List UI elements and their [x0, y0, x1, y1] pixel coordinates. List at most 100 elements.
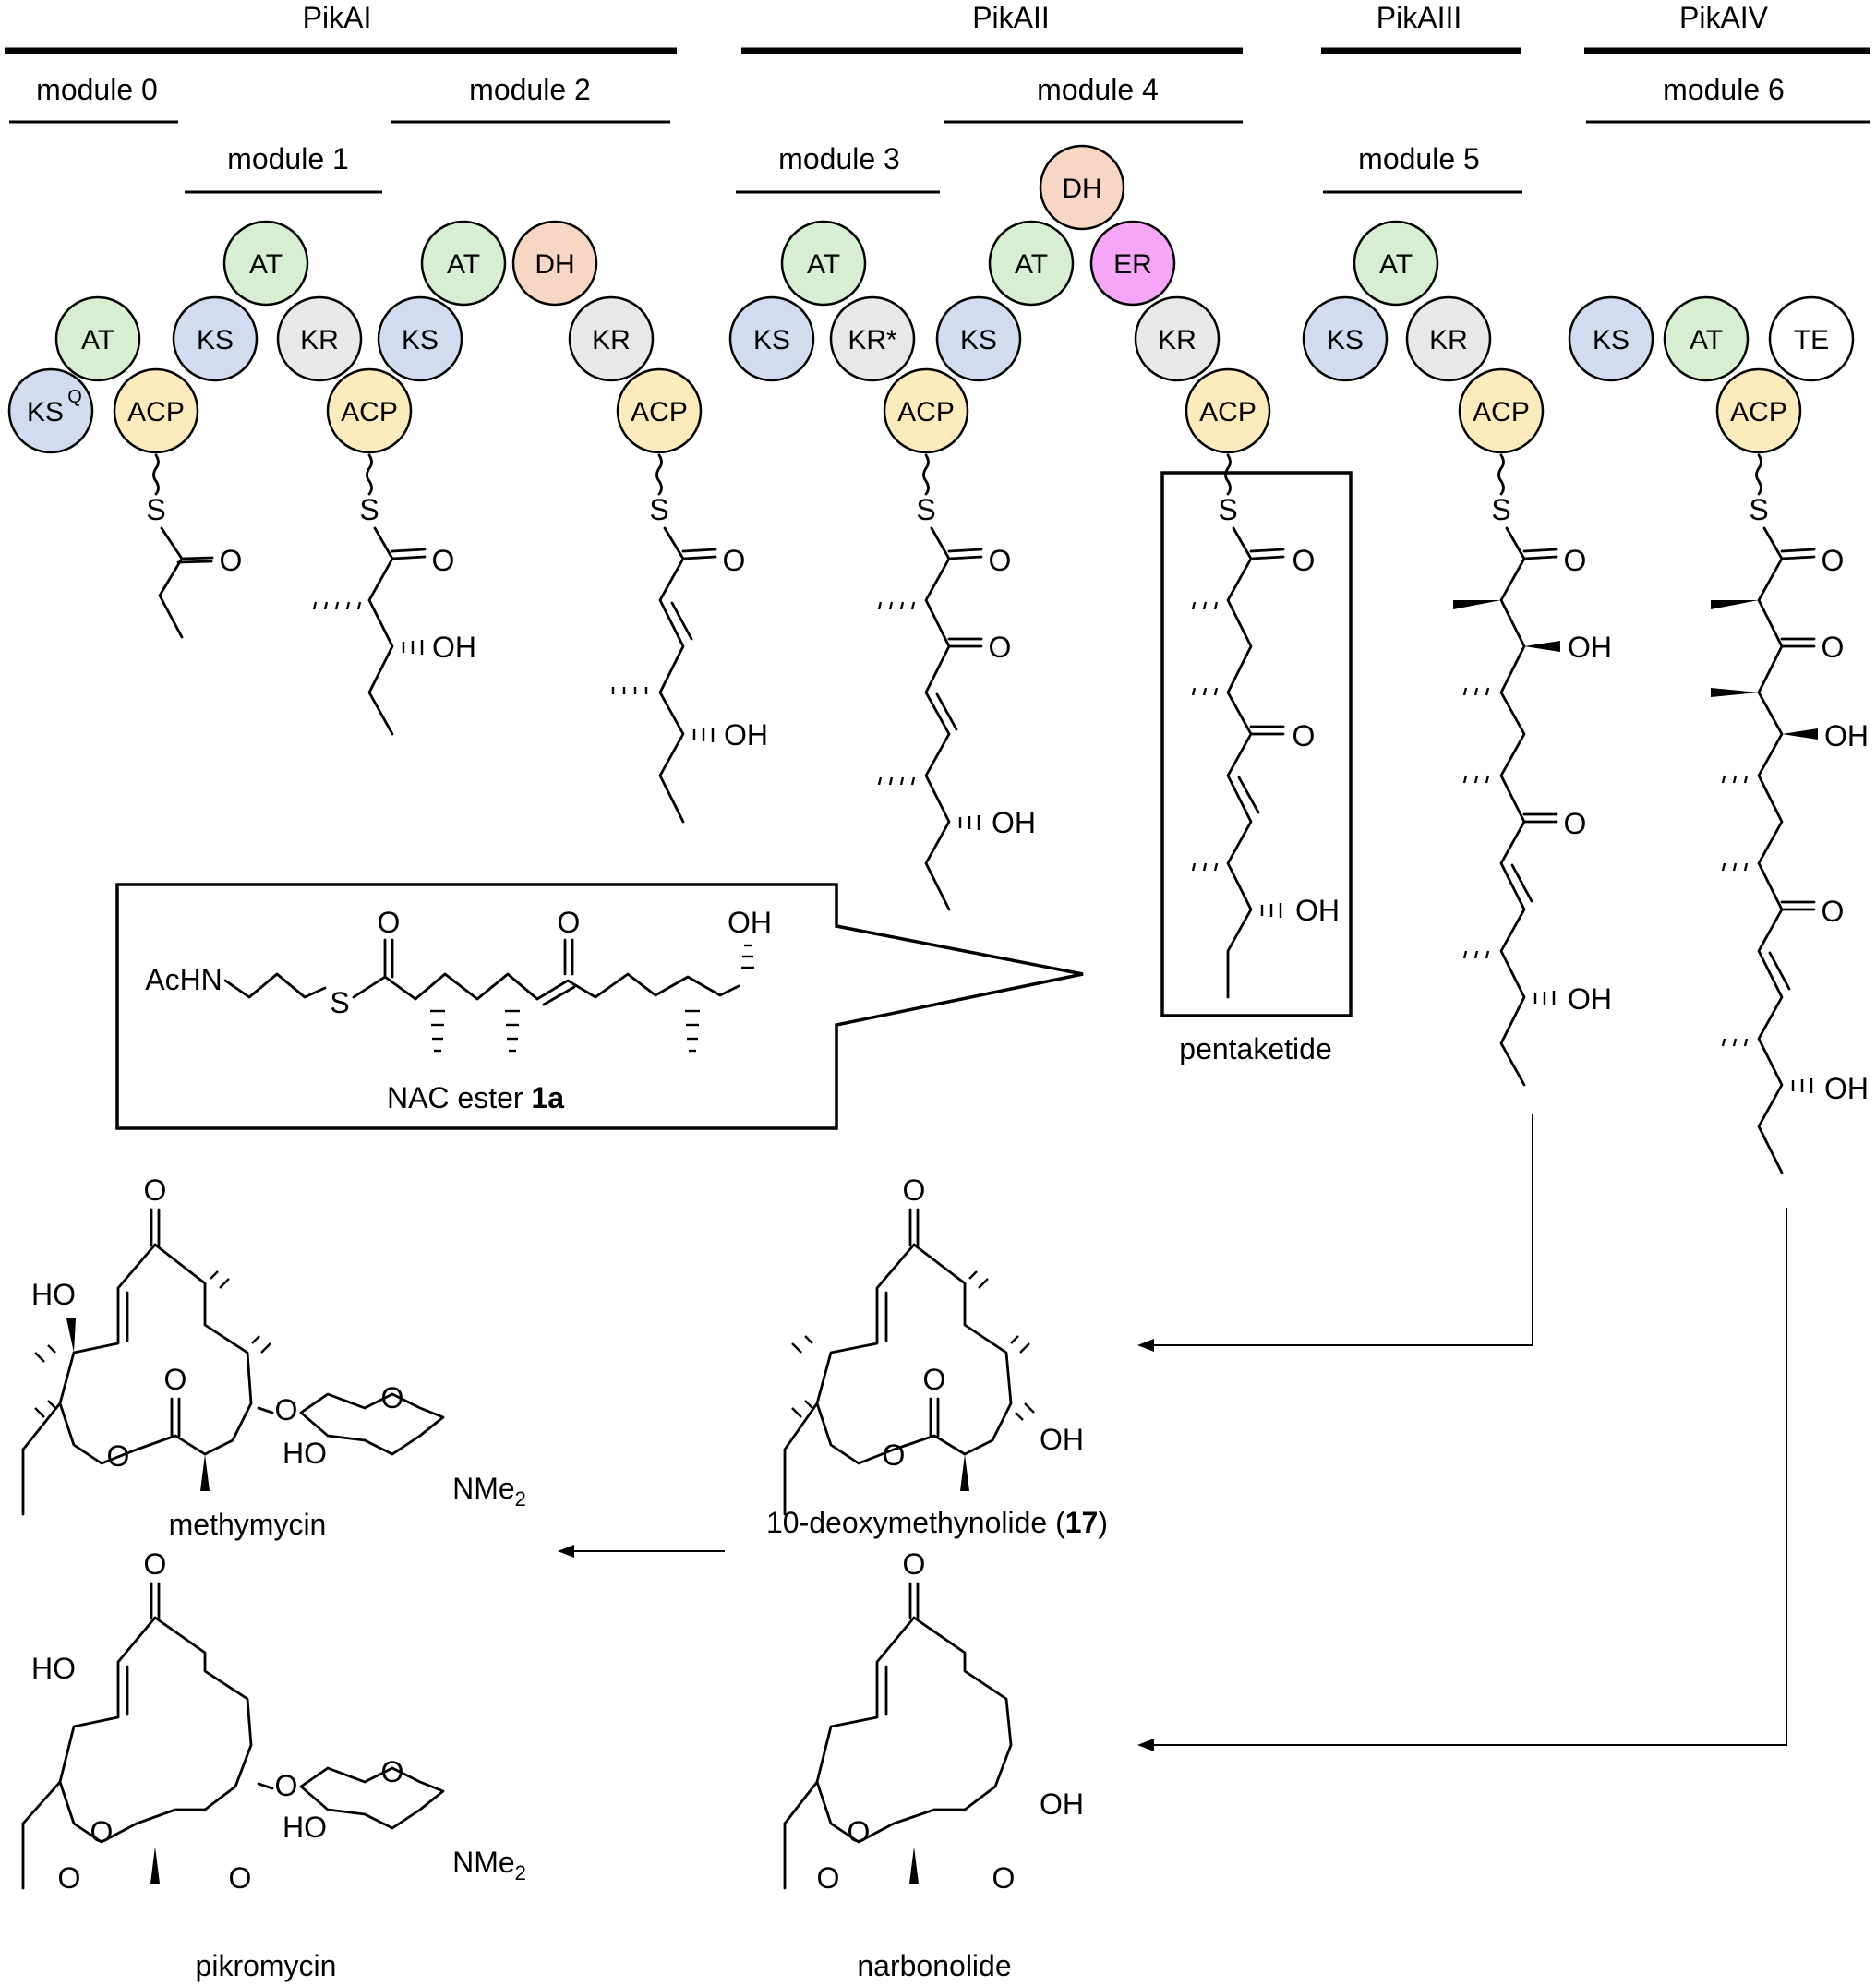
svg-text:NMe2: NMe2 [452, 1846, 526, 1884]
svg-text:S: S [330, 986, 349, 1019]
protein-label-pikaiv: PikAIV [1679, 1, 1769, 34]
methymycin-structure: O O O HO O O HO NMe2 methymycin [21, 1174, 526, 1541]
svg-text:KS: KS [1593, 325, 1629, 355]
svg-text:O: O [883, 1438, 906, 1472]
svg-text:O: O [381, 1755, 404, 1788]
svg-text:ER: ER [1113, 249, 1152, 280]
m2-kr-domain: KR [568, 295, 655, 382]
svg-text:ACP: ACP [1473, 397, 1530, 427]
svg-text:OH: OH [724, 718, 768, 752]
m6-te-domain: TE [1768, 295, 1855, 382]
protein-label-pikai: PikAI [303, 1, 372, 34]
svg-text:OH: OH [432, 631, 476, 664]
svg-text:O: O [923, 1363, 946, 1396]
svg-text:O: O [848, 1815, 871, 1848]
svg-text:KR: KR [1158, 325, 1197, 355]
module-label-3: module 3 [778, 142, 900, 175]
svg-text:OH: OH [728, 906, 772, 939]
svg-text:O: O [817, 1861, 840, 1895]
svg-text:AT: AT [1379, 249, 1413, 280]
m0-acp-domain: ACP [113, 367, 199, 454]
pentaketide-box: S O O OH pentaketide [1160, 453, 1353, 1065]
m2-ks-domain: KS [377, 295, 463, 382]
svg-text:O: O [107, 1439, 130, 1473]
module-label-2: module 2 [469, 73, 591, 106]
module-label-1: module 1 [227, 142, 349, 175]
m2-acp-domain: ACP [616, 367, 703, 454]
svg-text:O: O [164, 1363, 187, 1396]
svg-text:ACP: ACP [341, 397, 398, 427]
svg-text:O: O [275, 1393, 298, 1426]
m3-ks-domain: KS [728, 295, 815, 382]
svg-text:AT: AT [249, 249, 283, 280]
svg-text:AcHN: AcHN [145, 963, 222, 996]
svg-text:HO: HO [283, 1811, 327, 1844]
module-labels: module 0 module 1 module 2 module 3 modu… [9, 73, 1870, 194]
m5-kr-domain: KR [1405, 295, 1492, 382]
svg-text:O: O [903, 1547, 926, 1581]
svg-text:KR: KR [592, 325, 631, 355]
svg-text:ACP: ACP [631, 397, 688, 427]
deoxymethynolide-structure: O O O OH 10-deoxymethynolide (17) [766, 1174, 1108, 1539]
m0-at-domain: AT [54, 295, 141, 382]
m1-ks-domain: KS [172, 295, 259, 382]
narbonolide-structure: O O O O OH narbonolide [783, 1547, 1084, 1982]
svg-text:HO: HO [31, 1278, 76, 1311]
svg-text:NMe2: NMe2 [452, 1472, 526, 1511]
svg-text:KS: KS [753, 325, 790, 355]
m2-dh-domain: DH [511, 220, 598, 307]
svg-text:OH: OH [1568, 631, 1612, 664]
m1-at-domain: AT [222, 220, 309, 307]
module-3-domains: KS AT KR* ACP [728, 220, 969, 454]
module-2-domains: KS AT DH KR ACP [377, 220, 703, 454]
module-6-domains: KS AT TE ACP [1568, 295, 1855, 454]
m6-at-domain: AT [1663, 295, 1750, 382]
svg-text:O: O [1822, 631, 1845, 664]
m1-kr-domain: KR [276, 295, 363, 382]
svg-text:O: O [1564, 544, 1587, 577]
svg-text:O: O [381, 1381, 404, 1414]
svg-text:O: O [558, 906, 581, 939]
svg-text:S: S [1491, 493, 1510, 526]
svg-text:KR: KR [1429, 325, 1468, 355]
svg-text:O: O [989, 631, 1012, 664]
module-label-6: module 6 [1663, 73, 1785, 106]
svg-text:KS: KS [960, 325, 997, 355]
svg-text:O: O [723, 544, 746, 577]
svg-text:KR*: KR* [848, 325, 897, 355]
svg-text:S: S [649, 493, 668, 526]
svg-text:S: S [146, 493, 165, 526]
module-5-intermediate: S O O OH OH [1453, 453, 1612, 1087]
protein-label-pikaiii: PikAIII [1377, 1, 1461, 34]
nac-ester-callout: AcHN S O O OH NAC ester 1a [115, 883, 1084, 1130]
svg-text:O: O [378, 906, 401, 939]
svg-text:AT: AT [1015, 249, 1048, 280]
svg-text:DH: DH [1062, 174, 1101, 204]
svg-text:AT: AT [1690, 325, 1723, 355]
svg-text:S: S [916, 493, 935, 526]
protein-headers: PikAI PikAII PikAIII PikAIV [5, 1, 1870, 54]
m4-ks-domain: KS [935, 295, 1022, 382]
svg-text:KS: KS [197, 325, 234, 355]
svg-text:AT: AT [447, 249, 480, 280]
svg-text:O: O [58, 1861, 81, 1895]
svg-text:O: O [1564, 807, 1587, 840]
svg-text:O: O [144, 1547, 167, 1581]
svg-text:Q: Q [67, 387, 82, 407]
module-4-domains: KS AT DH ER KR ACP [935, 144, 1271, 454]
module-2-intermediate: S O OH [611, 453, 768, 824]
m1-acp-domain: ACP [326, 367, 413, 454]
m2-at-domain: AT [420, 220, 507, 307]
svg-text:ACP: ACP [1730, 397, 1787, 427]
svg-text:AT: AT [807, 249, 840, 280]
svg-text:O: O [1293, 719, 1316, 752]
protein-label-pikaii: PikAII [972, 1, 1050, 34]
svg-text:KS: KS [402, 325, 439, 355]
m4-at-domain: AT [988, 220, 1075, 307]
svg-text:O: O [903, 1174, 926, 1207]
svg-text:S: S [359, 493, 379, 526]
module-1-domains: KS AT KR ACP [172, 220, 413, 454]
module-0-intermediate: S O [146, 453, 242, 639]
